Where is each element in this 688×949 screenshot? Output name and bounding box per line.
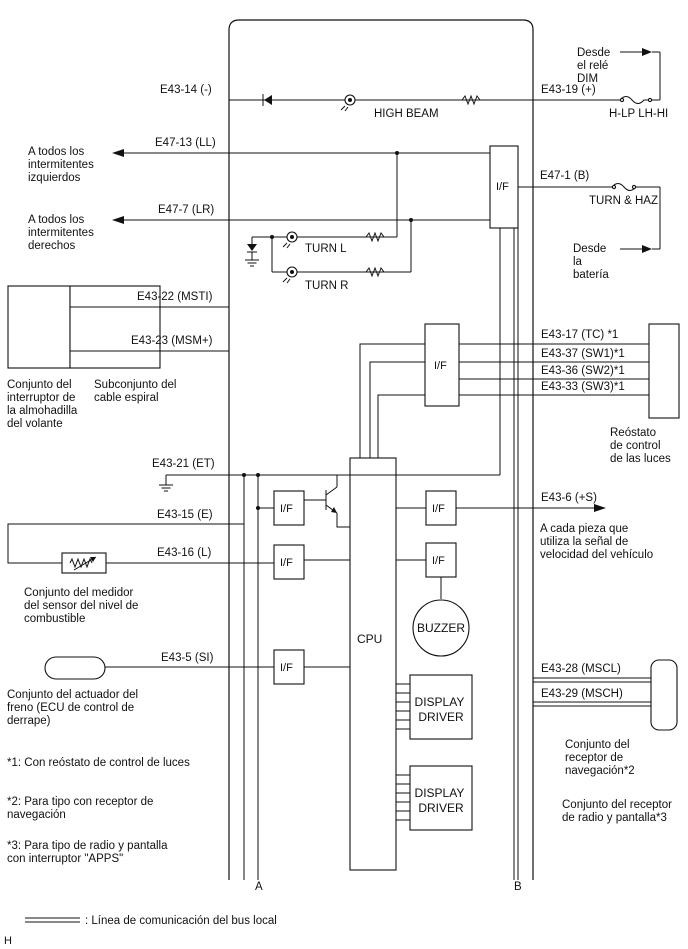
diode-symbol [264,95,272,105]
hlp-fuse [619,96,652,104]
meter-outline [228,19,534,880]
arrow-right-speed [594,504,606,512]
if-box-turn [489,145,519,229]
e47-7-label: E47-7 (LR) [158,204,214,216]
e43-14-label: E43-14 (-) [160,84,212,96]
display-driver-2 [409,765,473,831]
steering-pad-switch [7,285,71,369]
display-driver-1 [409,674,473,740]
desde-rele-text: Desde el relé DIM [577,47,613,85]
e43-6-label: E43-6 (+S) [541,492,597,504]
spiral-cable [69,285,161,369]
note-3: *3: Para tipo de radio y pantalla con in… [7,840,171,865]
note-2: *2: Para tipo con receptor de navegación [7,796,157,821]
fuse-turn-label: TURN & HAZ [589,195,658,207]
receptor-radio-text: Conjunto del receptor de radio y pantall… [562,799,675,824]
turn-r-label: TURN R [305,280,348,292]
if-s-label: I/F [432,503,445,515]
cada-pieza-text: A cada pieza que utiliza la señal de vel… [540,523,653,561]
if-si-label: I/F [280,662,293,674]
navigation-receiver [650,659,678,731]
brake-actuator [44,656,106,680]
transistor-arrow [331,507,337,513]
buzzer-label: BUZZER [417,621,465,635]
if-box-l [273,544,305,580]
if-turn-label: I/F [496,181,509,193]
subconj-cable-text: Subconjunto del cable espiral [94,379,180,404]
display-bus-2 [396,774,410,821]
rheostat-box [648,323,680,419]
corner-code: H [4,935,12,947]
note-1: *1: Con reóstato de control de luces [7,757,190,769]
arrow-left-ll [112,149,124,157]
if-box-s [425,490,457,526]
e43-5-label: E43-5 (SI) [161,652,214,664]
conj-interruptor-text: Conjunto del interruptor de la almohadil… [7,379,81,430]
if-box-rheostat [424,323,460,407]
high-beam-resistor [461,94,481,106]
cpu-label: CPU [357,632,382,646]
medidor-text: Conjunto del medidor del sensor del nive… [24,587,142,625]
e43-19-label: E43-19 (+) [541,84,596,96]
ground-b-label: B [514,881,522,893]
e43-17-label: E43-17 (TC) *1 [541,329,618,341]
if-e-label: I/F [280,503,293,515]
turn-l-label: TURN L [305,243,347,255]
e47-13-label: E47-13 (LL) [155,137,216,149]
if-l-label: I/F [280,557,293,569]
arrow-from-battery [642,245,652,253]
e43-28-label: E43-28 (MSCL) [541,663,621,675]
e43-15-label: E43-15 (E) [157,509,213,521]
e43-21-label: E43-21 (ET) [152,458,215,470]
high-beam-label: HIGH BEAM [374,108,439,120]
display-driver-2-label: DISPLAY DRIVER [415,786,468,815]
e43-29-label: E43-29 (MSCH) [541,688,623,700]
desde-bateria-text: Desde la batería [573,243,609,281]
if-buzzer-label: I/F [432,555,445,567]
turn-r-resistor [365,266,385,278]
arrow-from-dim-relay [642,48,652,56]
cpu-block [349,457,397,871]
fuel-sender [61,552,107,574]
todos-izq-text: A todos los intermitentes izquierdos [28,146,97,184]
display-bus-1 [396,683,410,730]
e43-33-label: E43-33 (SW3)*1 [541,381,625,393]
if-box-buzzer [425,542,457,578]
display-driver-1-label: DISPLAY DRIVER [415,695,468,724]
fuse-hlp-label: H-LP LH-HI [609,108,668,120]
if-rheostat-label: I/F [434,360,447,372]
buzzer [412,599,470,657]
e47-1-label: E47-1 (B) [540,170,589,182]
legend-text: : Línea de comunicación del bus local [85,915,277,927]
arrow-left-lr [112,216,124,224]
local-bus-lines [533,677,651,707]
turn-diode [247,244,257,251]
actuador-text: Conjunto del actuador del freno (ECU de … [7,689,141,727]
e43-36-label: E43-36 (SW2)*1 [541,365,625,377]
receptor-nav-text: Conjunto del receptor de navegación*2 [565,739,635,777]
reostato-text: Reóstato de control de las luces [610,427,671,465]
turn-l-resistor [365,231,385,243]
e43-37-label: E43-37 (SW1)*1 [541,348,625,360]
e43-23-label: E43-23 (MSM+) [131,335,213,347]
e43-22-label: E43-22 (MSTI) [137,291,213,303]
todos-der-text: A todos los intermitentes derechos [28,214,97,252]
e43-16-label: E43-16 (L) [157,547,212,559]
turn-haz-fuse [611,183,637,191]
ground-a-label: A [255,881,263,893]
